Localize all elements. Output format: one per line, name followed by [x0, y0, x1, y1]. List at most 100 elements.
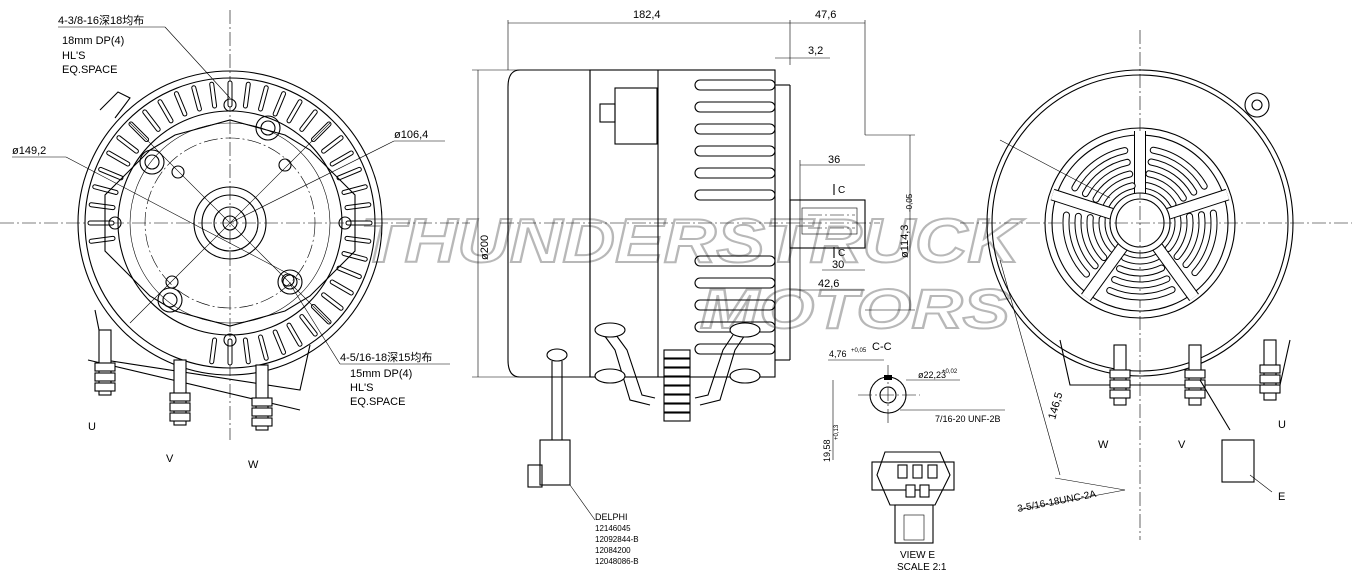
bolt-hole-small: [338, 216, 352, 230]
dim-height: 19,58: [822, 439, 832, 462]
terminal-nut: [663, 403, 691, 413]
grille-slot-inner: [1183, 212, 1205, 268]
dim-42: 42,6: [818, 278, 839, 290]
connector-part-4: 12048086-B: [595, 557, 639, 566]
view-e-arrow-label: E: [1278, 491, 1285, 503]
view-e-scale: SCALE 2:1: [897, 562, 947, 573]
fin-inner: [117, 136, 138, 153]
terminal-nut: [663, 394, 691, 404]
section-mark-top: C: [838, 185, 845, 196]
section-title: C-C: [872, 341, 892, 353]
side-fin: [694, 299, 776, 311]
fin-inner: [322, 293, 343, 310]
bolt-note-2-line-3: EQ.SPACE: [350, 396, 405, 408]
side-fin: [694, 343, 776, 355]
terminal-nut: [1259, 364, 1281, 374]
connector-part-1: 12146045: [595, 524, 631, 533]
fin-inner: [174, 92, 187, 116]
grille-slot-inner: [1165, 215, 1181, 252]
terminal-nut: [1259, 384, 1281, 394]
grille-slot-inner: [1146, 171, 1186, 201]
fin-inner: [158, 100, 173, 123]
terminal-nut: [251, 407, 273, 417]
terminal-nut: [169, 412, 191, 422]
terminal-nut: [663, 376, 691, 386]
terminal-nut: [1109, 379, 1131, 389]
fin-inner: [210, 82, 217, 108]
terminal-nut: [663, 358, 691, 368]
terminal-posts: [94, 329, 273, 431]
dim-length: 182,4: [633, 9, 661, 21]
fin-inner: [89, 236, 115, 243]
bolt-hole-small: [165, 275, 179, 289]
dim-radial: 146,5: [1046, 391, 1065, 421]
terminal-nut: [94, 372, 116, 382]
rear-view: W V U E 146,5 3-5/16-18UNC-2A: [960, 30, 1352, 540]
dim-shoulder: 3,2: [808, 45, 823, 57]
fin-inner: [192, 86, 201, 111]
side-fin: [694, 123, 776, 135]
fin-inner: [99, 167, 123, 180]
terminal-nut: [1184, 369, 1206, 379]
cooling-fins-side: [694, 79, 776, 355]
fin-inner: [300, 110, 317, 131]
fin-inner: [342, 252, 367, 261]
bolt-note-1-line-1: 18mm DP(4): [62, 35, 124, 47]
terminal-nut: [1109, 389, 1131, 399]
dim-pilot: ø114,3: [899, 225, 911, 258]
section-mark-bottom: C: [838, 248, 845, 259]
terminal-nut: [663, 367, 691, 377]
fin-inner: [273, 330, 286, 354]
fin-inner: [330, 280, 353, 295]
connector-part-2: 12092844-B: [595, 535, 639, 544]
side-fin: [694, 167, 776, 179]
dim-shaft-total: 47,6: [815, 9, 836, 21]
terminal-nut: [663, 385, 691, 395]
view-e-title: VIEW E: [900, 550, 935, 561]
grille-slot-inner: [1121, 254, 1159, 264]
fin-inner: [287, 100, 302, 123]
side-fin: [694, 145, 776, 157]
grille-slot-inner: [1093, 171, 1133, 202]
bolt-hole-small: [223, 98, 237, 112]
fin-inner: [337, 167, 361, 180]
bolt-hole-small: [278, 158, 292, 172]
bolt-hole-large: [255, 115, 281, 141]
terminal-nut: [169, 392, 191, 402]
bolt-hole-large: [139, 149, 165, 175]
grille-spoke-inner: [1166, 189, 1230, 219]
side-fin: [694, 101, 776, 113]
section-cc: C-C 4,76 +0,05 ø22,23 +0,02 19,58 +0,13 …: [822, 341, 1005, 462]
terminal-nut: [1259, 374, 1281, 384]
front-view: U V W 4-3/8-16深18均布 18mm DP(4) HL'S EQ.S…: [0, 10, 470, 471]
fin-inner: [345, 203, 371, 210]
terminal-nut: [94, 362, 116, 372]
watermark: THUNDERSTRUCK MOTORS: [359, 206, 1026, 341]
dim-outer-diameter: ø149,2: [12, 145, 46, 157]
fin-inner: [322, 136, 343, 153]
rear-terminal-u: U: [1278, 419, 1286, 431]
connector-maker: DELPHI: [595, 512, 628, 522]
thread-spec: 7/16-20 UNF-2B: [935, 414, 1001, 424]
dim-bore-tol: +0,02: [942, 369, 958, 375]
rear-terminal-w: W: [1098, 439, 1109, 451]
dim-key: 4,76: [829, 349, 847, 359]
fin-inner: [345, 236, 371, 243]
bolt-note-2-line-2: HL'S: [350, 382, 374, 394]
grille-slot-inner: [1063, 212, 1089, 277]
fin-inner: [330, 151, 353, 166]
grille-slot-inner: [1144, 183, 1176, 207]
terminal-nut: [1109, 369, 1131, 379]
side-fin: [694, 79, 776, 91]
bolt-note-1-line-2: HL'S: [62, 50, 86, 62]
terminal-label-w: W: [248, 459, 259, 471]
terminal-label-u: U: [88, 421, 96, 433]
terminal-label-v: V: [166, 453, 174, 465]
dim-diameter: ø200: [479, 235, 491, 260]
grille-spoke-inner: [1081, 244, 1127, 301]
side-view: 182,4 47,6 3,2 ø200 36 30 42,6 C C: [472, 9, 915, 566]
dim-inner-diameter: ø106,4: [394, 129, 428, 141]
grille-slot-inner: [1107, 287, 1175, 300]
grille-spoke-inner: [1153, 244, 1199, 301]
